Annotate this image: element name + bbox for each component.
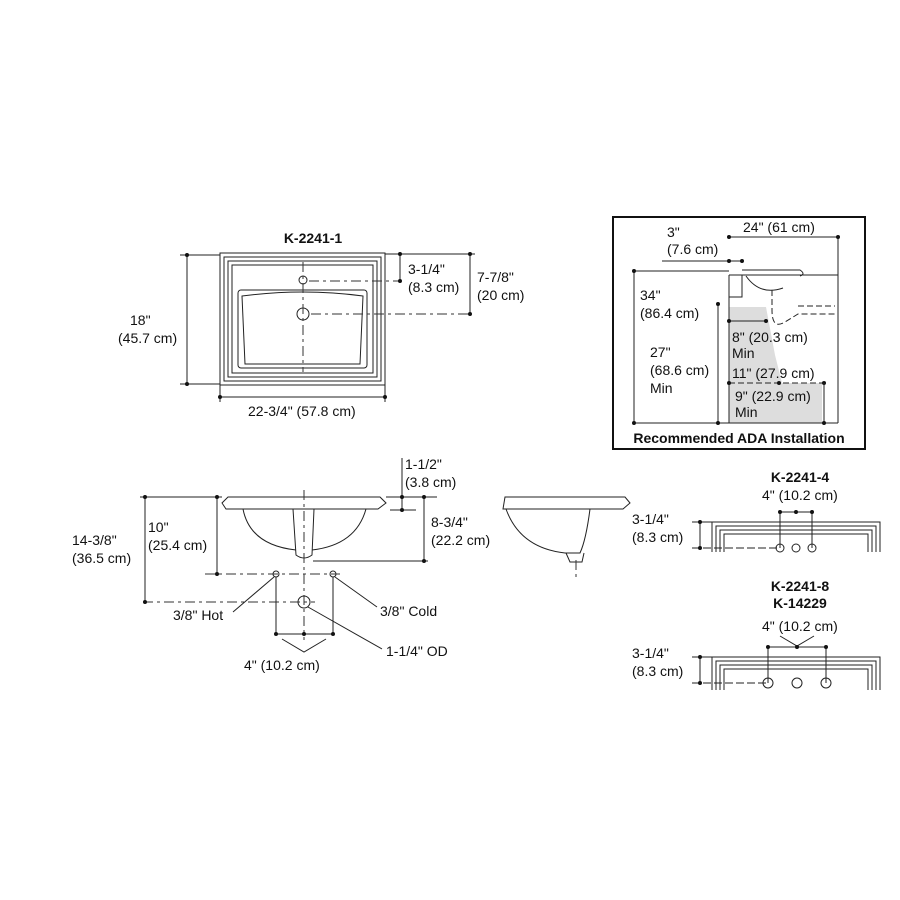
variant-4-inch: K-2241-4 4" (10.2 cm) 3-1/4" (8.3 cm)	[632, 469, 881, 553]
ada-toe-height-label: 9" (22.9 cm)	[735, 388, 811, 404]
ada-toe-depth-label: 11" (27.9 cm)	[732, 365, 815, 381]
cold-label: 3/8" Cold	[380, 603, 437, 619]
ada-installation-panel: 24" (61 cm) 3" (7.6 cm) 34" (86.4 cm) 27…	[612, 216, 866, 450]
rim-cm: (3.8 cm)	[405, 474, 456, 490]
height-label-cm: (45.7 cm)	[118, 330, 177, 346]
ada-title: Recommended ADA Installation	[633, 430, 844, 446]
ada-knee-min: Min	[650, 380, 673, 396]
ada-height-cm: (86.4 cm)	[640, 305, 699, 321]
sink-rim	[221, 496, 387, 510]
ada-knee-cm: (68.6 cm)	[650, 362, 709, 378]
variant-8-inch: K-2241-8 K-14229 4" (10.2 cm) 3-1/4" (8.…	[632, 578, 881, 690]
ada-toe-height-min: Min	[735, 404, 758, 420]
hot-label: 3/8" Hot	[173, 607, 223, 623]
ada-setback-cm: (7.6 cm)	[667, 241, 718, 257]
end-view	[502, 496, 631, 580]
overall-height-label: 14-3/8"	[72, 532, 117, 548]
side-view: 14-3/8" (36.5 cm) 10" (25.4 cm) 1-1/2" (…	[72, 456, 490, 673]
depth-label: 8-3/4"	[431, 514, 468, 530]
width-label: 22-3/4" (57.8 cm)	[248, 403, 356, 419]
top-view-model: K-2241-1	[284, 230, 343, 246]
rim-label: 1-1/2"	[405, 456, 442, 472]
faucet-offset-label: 3-1/4"	[408, 261, 445, 277]
variant-8-model-alt: K-14229	[773, 595, 827, 611]
ada-knee-depth-min: Min	[732, 345, 755, 361]
supply-height-cm: (25.4 cm)	[148, 537, 207, 553]
spacing-label: 4" (10.2 cm)	[244, 657, 320, 673]
ada-depth-label: 24" (61 cm)	[743, 219, 815, 235]
variant-4-offset: 3-1/4"	[632, 511, 669, 527]
variant-4-offset-cm: (8.3 cm)	[632, 529, 683, 545]
drain-offset-cm: (20 cm)	[477, 287, 524, 303]
variant-4-model: K-2241-4	[771, 469, 830, 485]
ada-knee-label: 27"	[650, 344, 671, 360]
overall-height-cm: (36.5 cm)	[72, 550, 131, 566]
drain-label: 1-1/4" OD	[386, 643, 448, 659]
variant-8-spacing: 4" (10.2 cm)	[762, 618, 838, 634]
variant-4-spacing: 4" (10.2 cm)	[762, 487, 838, 503]
variant-8-model: K-2241-8	[771, 578, 830, 594]
top-view: K-2241-1 18" (45.7 cm) 22-3/4" (57.8 cm)…	[118, 230, 524, 419]
ada-setback-label: 3"	[667, 224, 680, 240]
drain-offset-label: 7-7/8"	[477, 269, 514, 285]
variant-8-offset: 3-1/4"	[632, 645, 669, 661]
supply-height-label: 10"	[148, 519, 169, 535]
height-label: 18"	[130, 312, 151, 328]
sink-outline	[219, 252, 386, 386]
ada-knee-depth-label: 8" (20.3 cm)	[732, 329, 808, 345]
ada-height-label: 34"	[640, 287, 661, 303]
variant-8-offset-cm: (8.3 cm)	[632, 663, 683, 679]
depth-cm: (22.2 cm)	[431, 532, 490, 548]
faucet-offset-cm: (8.3 cm)	[408, 279, 459, 295]
